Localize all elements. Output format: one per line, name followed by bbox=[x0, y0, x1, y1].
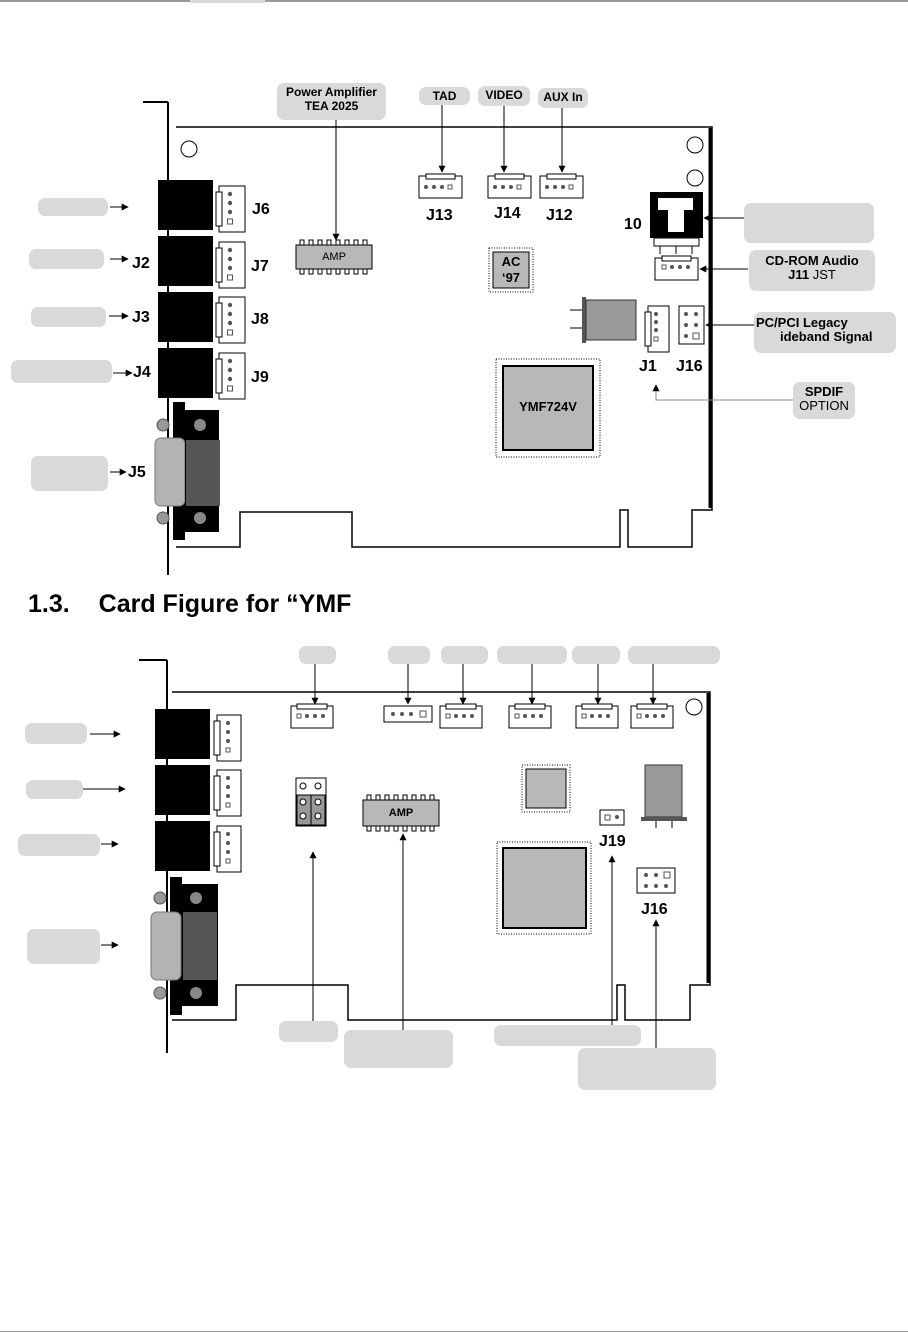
ymf724v-chip-label: YMF724V bbox=[519, 399, 577, 414]
connector-j1: J1 bbox=[639, 358, 657, 375]
connector-j19: J19 bbox=[599, 833, 626, 850]
connector-j5: J5 bbox=[128, 464, 146, 481]
optical-connector-10 bbox=[650, 192, 703, 254]
connector-j4: J4 bbox=[133, 364, 151, 381]
connector-j8: J8 bbox=[251, 311, 269, 328]
header-j7 bbox=[215, 241, 246, 289]
label-power-amplifier: Power Amplifier TEA 2025 bbox=[277, 83, 386, 120]
blank-label bbox=[38, 198, 108, 216]
blank-label bbox=[572, 646, 620, 664]
label-text: Power Amplifier bbox=[286, 85, 377, 99]
section-heading: 1.3. Card Figure for “YMF bbox=[28, 590, 351, 619]
label-spdif: SPDIF OPTION bbox=[793, 382, 855, 419]
blank-label bbox=[494, 1025, 641, 1046]
blank-label bbox=[279, 1021, 338, 1042]
label-text: TEA 2025 bbox=[304, 99, 359, 113]
amp-chip-label: AMP bbox=[322, 251, 346, 263]
crystal bbox=[570, 297, 637, 343]
header-j6 bbox=[215, 185, 246, 233]
label-text: JST bbox=[812, 267, 836, 282]
audio-jack bbox=[158, 292, 213, 342]
blank-label bbox=[27, 929, 100, 964]
ac97-chip bbox=[488, 247, 534, 293]
leader-lines-1 bbox=[109, 103, 793, 476]
header-j11 bbox=[654, 255, 699, 281]
bottom-rule bbox=[0, 1331, 908, 1332]
blank-label bbox=[26, 780, 83, 799]
header-j1 bbox=[644, 305, 670, 353]
label-text: CD-ROM Audio bbox=[765, 253, 859, 268]
connector-j12: J12 bbox=[546, 207, 573, 224]
audio-jack bbox=[158, 236, 213, 286]
label-pc-pci-legacy: PC/PCI Legacy ideband Signal bbox=[754, 312, 896, 353]
connector-10: 10 bbox=[624, 216, 642, 233]
connector-j9: J9 bbox=[251, 369, 269, 386]
blank-label bbox=[441, 646, 488, 664]
section-number: 1.3. bbox=[28, 590, 70, 618]
connector-j14: J14 bbox=[494, 205, 521, 222]
mount-hole bbox=[686, 136, 704, 154]
label-video: VIDEO bbox=[478, 86, 530, 106]
connector-j7: J7 bbox=[251, 258, 269, 275]
label-text: AC bbox=[501, 254, 521, 269]
blank-label bbox=[299, 646, 336, 664]
blank-label bbox=[29, 249, 104, 269]
label-text: PC/PCI Legacy bbox=[756, 315, 848, 330]
ac97-chip-label: AC ‘97 bbox=[493, 254, 529, 286]
blank-label bbox=[11, 360, 112, 383]
blank-label bbox=[628, 646, 720, 664]
game-port bbox=[154, 402, 220, 540]
header-j8 bbox=[215, 296, 246, 344]
connector-j16: J16 bbox=[676, 358, 703, 375]
top-rule bbox=[0, 0, 908, 2]
blank-label bbox=[344, 1030, 453, 1068]
mount-hole bbox=[180, 140, 198, 158]
connector-j3: J3 bbox=[132, 309, 150, 326]
label-text: J11 bbox=[788, 267, 810, 282]
amp-chip bbox=[295, 239, 373, 275]
audio-jack bbox=[158, 348, 213, 398]
connector-j16: J16 bbox=[641, 901, 668, 918]
blank-label bbox=[388, 646, 430, 664]
ymf724v-chip bbox=[495, 358, 601, 458]
label-tad: TAD bbox=[419, 87, 470, 105]
blank-label bbox=[31, 307, 106, 327]
blank-label bbox=[31, 456, 108, 491]
audio-jack bbox=[158, 180, 213, 230]
label-text: ideband Signal bbox=[780, 329, 873, 344]
header-j9 bbox=[215, 352, 246, 400]
blank-label bbox=[744, 203, 874, 243]
blank-label bbox=[25, 723, 87, 744]
header-j14 bbox=[487, 173, 532, 199]
connector-j13: J13 bbox=[426, 207, 453, 224]
label-aux-in: AUX In bbox=[538, 88, 588, 108]
header-j16 bbox=[678, 305, 705, 345]
amp-chip-label: AMP bbox=[388, 807, 414, 819]
label-text: ‘97 bbox=[501, 270, 521, 285]
connector-j2: J2 bbox=[132, 255, 150, 272]
blank-label bbox=[497, 646, 567, 664]
top-rule-accent bbox=[190, 0, 265, 3]
header-j13 bbox=[418, 173, 463, 199]
label-text: SPDIF bbox=[804, 384, 844, 399]
header-j12 bbox=[539, 173, 584, 199]
mount-hole bbox=[686, 169, 704, 187]
section-title: Card Figure for “YMF bbox=[98, 590, 352, 618]
pcb-outline bbox=[176, 126, 713, 548]
blank-label bbox=[18, 834, 100, 856]
label-text: OPTION bbox=[799, 398, 849, 413]
blank-label bbox=[578, 1048, 716, 1090]
connector-j6: J6 bbox=[252, 201, 270, 218]
label-cdrom-audio: CD-ROM Audio J11 JST bbox=[749, 250, 875, 291]
